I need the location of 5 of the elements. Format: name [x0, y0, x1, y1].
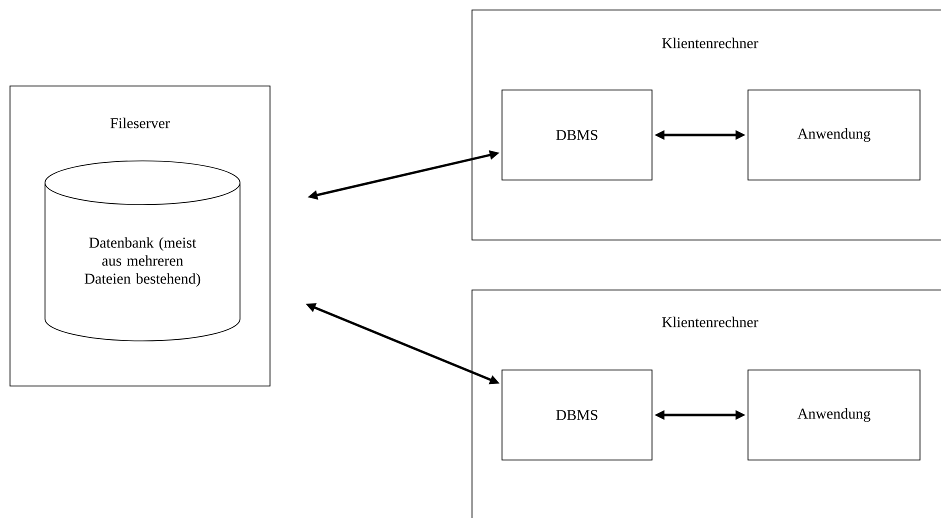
database-cylinder: Datenbank (meist aus mehreren Dateien bestehend)	[44, 160, 240, 342]
process-box: Anwendung	[748, 90, 920, 180]
process-box: Anwendung	[748, 370, 920, 460]
process-box: DBMS	[502, 370, 652, 460]
process-box: DBMS	[502, 90, 652, 180]
